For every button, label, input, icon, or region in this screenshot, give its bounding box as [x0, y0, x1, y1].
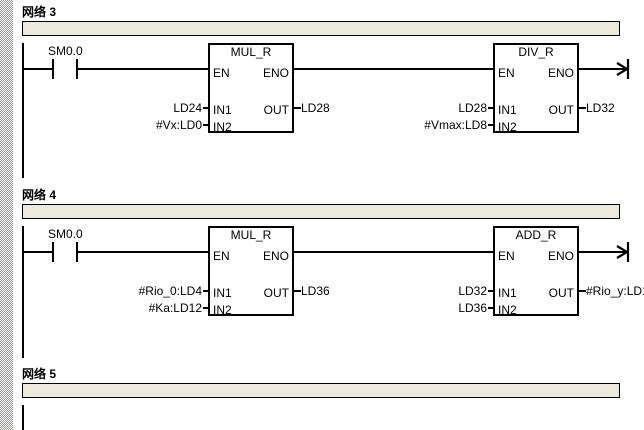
network-3-contact-bar-left[interactable]: [52, 59, 54, 79]
network-3-block-mul-r-pin-eno: ENO: [262, 66, 289, 80]
network-3-block-mul-r-name: MUL_R: [230, 45, 272, 59]
network-4-block-mul-r-name: MUL_R: [230, 228, 272, 242]
network-4-block-add-r-pin-eno: ENO: [547, 249, 574, 263]
network-4-title: 网络 4: [22, 186, 56, 203]
network-5[interactable]: 网络 5: [0, 363, 644, 430]
network-3-block-mul-r-pin-out: OUT: [263, 103, 289, 117]
network-4-terminator-arrow-icon: [615, 240, 637, 269]
network-3-power-rail: [22, 43, 24, 178]
network-4-block-add-r-name: ADD_R: [515, 228, 557, 242]
network-4-mul-r-in1-stub: [203, 290, 209, 292]
network-4-block-add-r-pin-out: OUT: [548, 286, 574, 300]
network-4-block-add-r-pin-in2: IN2: [498, 303, 517, 317]
network-3-block-mul-r-pin-in2: IN2: [213, 120, 232, 134]
network-3-terminator-arrow-icon: [615, 57, 637, 86]
network-3-contact-label: SM0.0: [48, 44, 83, 58]
network-3-block-mul-r[interactable]: MUL_R EN IN1 IN2 ENO OUT: [208, 43, 294, 133]
network-3-mul-r-out-operand[interactable]: LD28: [301, 101, 330, 115]
network-4-mul-r-out-stub: [294, 290, 301, 292]
network-3-block-div-r-name: DIV_R: [518, 45, 554, 59]
network-4-block-mul-r-pin-in2: IN2: [213, 303, 232, 317]
network-4-add-r-in2-stub: [488, 307, 494, 309]
network-4-title-label: 网络: [22, 188, 47, 202]
network-3-block-mul-r-pin-en: EN: [213, 66, 230, 80]
network-5-title: 网络 5: [22, 365, 56, 382]
network-4-comment-bar[interactable]: [22, 204, 620, 219]
network-4-add-r-out-stub: [579, 290, 586, 292]
network-3-title-label: 网络: [22, 5, 47, 19]
network-4-power-rail: [22, 226, 24, 358]
network-4-contact-bar-left[interactable]: [52, 242, 54, 262]
network-3-mul-r-in1-operand[interactable]: LD24: [173, 101, 202, 115]
network-3-title: 网络 3: [22, 3, 56, 20]
network-5-comment-bar[interactable]: [22, 383, 620, 398]
network-3-div-r-in2-operand[interactable]: #Vmax:LD8: [424, 118, 487, 132]
network-3-block-mul-r-pin-in1: IN1: [213, 103, 232, 117]
network-5-title-label: 网络: [22, 367, 47, 381]
network-3-title-number: 3: [49, 5, 57, 19]
network-4-block-mul-r-pin-en: EN: [213, 249, 230, 263]
network-3-wire-rail-to-contact: [22, 68, 52, 70]
network-3-div-r-out-stub: [579, 107, 586, 109]
network-4-wire-mul-to-add: [294, 251, 494, 253]
network-3-block-div-r-pin-in1: IN1: [498, 103, 517, 117]
left-margin-gutter: [0, 0, 13, 430]
network-5-title-number: 5: [49, 367, 57, 381]
network-3-comment-bar[interactable]: [22, 21, 620, 36]
network-4-add-r-out-operand[interactable]: #Rio_y:LD1: [586, 284, 644, 298]
network-4-wire-contact-to-mul: [76, 251, 209, 253]
network-4-add-r-in2-operand[interactable]: LD36: [458, 301, 487, 315]
network-3-block-div-r-pin-out: OUT: [548, 103, 574, 117]
network-3-mul-r-in2-operand[interactable]: #Vx:LD0: [155, 118, 202, 132]
network-3-mul-r-out-stub: [294, 107, 301, 109]
network-3-wire-mul-to-div: [294, 68, 494, 70]
network-4-mul-r-in1-operand[interactable]: #Rio_0:LD4: [138, 284, 202, 298]
network-4-title-number: 4: [49, 188, 57, 202]
network-4-contact-label: SM0.0: [48, 227, 83, 241]
network-3-div-r-out-operand[interactable]: LD32: [586, 101, 615, 115]
network-4-wire-rail-to-contact: [22, 251, 52, 253]
network-3-mul-r-in1-stub: [203, 107, 209, 109]
network-3-block-div-r-pin-in2: IN2: [498, 120, 517, 134]
network-5-power-rail: [22, 405, 24, 430]
network-4-add-r-in1-stub: [488, 290, 494, 292]
network-4-block-add-r-pin-in1: IN1: [498, 286, 517, 300]
network-4-mul-r-in2-stub: [203, 307, 209, 309]
network-3-block-div-r-pin-en: EN: [498, 66, 515, 80]
network-3-block-div-r[interactable]: DIV_R EN IN1 IN2 ENO OUT: [493, 43, 579, 133]
network-4-mul-r-in2-operand[interactable]: #Ka:LD12: [148, 301, 202, 315]
network-3-block-div-r-pin-eno: ENO: [547, 66, 574, 80]
network-4-mul-r-out-operand[interactable]: LD36: [301, 284, 330, 298]
network-3-div-r-in1-operand[interactable]: LD28: [458, 101, 487, 115]
network-3[interactable]: 网络 3 SM0.0 MUL_R EN IN1 IN2 ENO OUT LD24…: [0, 0, 644, 178]
network-4-block-add-r[interactable]: ADD_R EN IN1 IN2 ENO OUT: [493, 226, 579, 316]
network-4-block-add-r-pin-en: EN: [498, 249, 515, 263]
network-4-add-r-in1-operand[interactable]: LD32: [458, 284, 487, 298]
network-4[interactable]: 网络 4 SM0.0 MUL_R EN IN1 IN2 ENO OUT #Rio…: [0, 183, 644, 358]
network-3-mul-r-in2-stub: [203, 124, 209, 126]
network-4-block-mul-r-pin-out: OUT: [263, 286, 289, 300]
network-3-wire-div-to-terminator: [579, 68, 627, 70]
network-4-block-mul-r-pin-in1: IN1: [213, 286, 232, 300]
network-4-block-mul-r[interactable]: MUL_R EN IN1 IN2 ENO OUT: [208, 226, 294, 316]
network-3-div-r-in2-stub: [488, 124, 494, 126]
network-3-wire-contact-to-mul: [76, 68, 209, 70]
network-4-block-mul-r-pin-eno: ENO: [262, 249, 289, 263]
network-3-div-r-in1-stub: [488, 107, 494, 109]
network-4-wire-add-to-terminator: [579, 251, 627, 253]
